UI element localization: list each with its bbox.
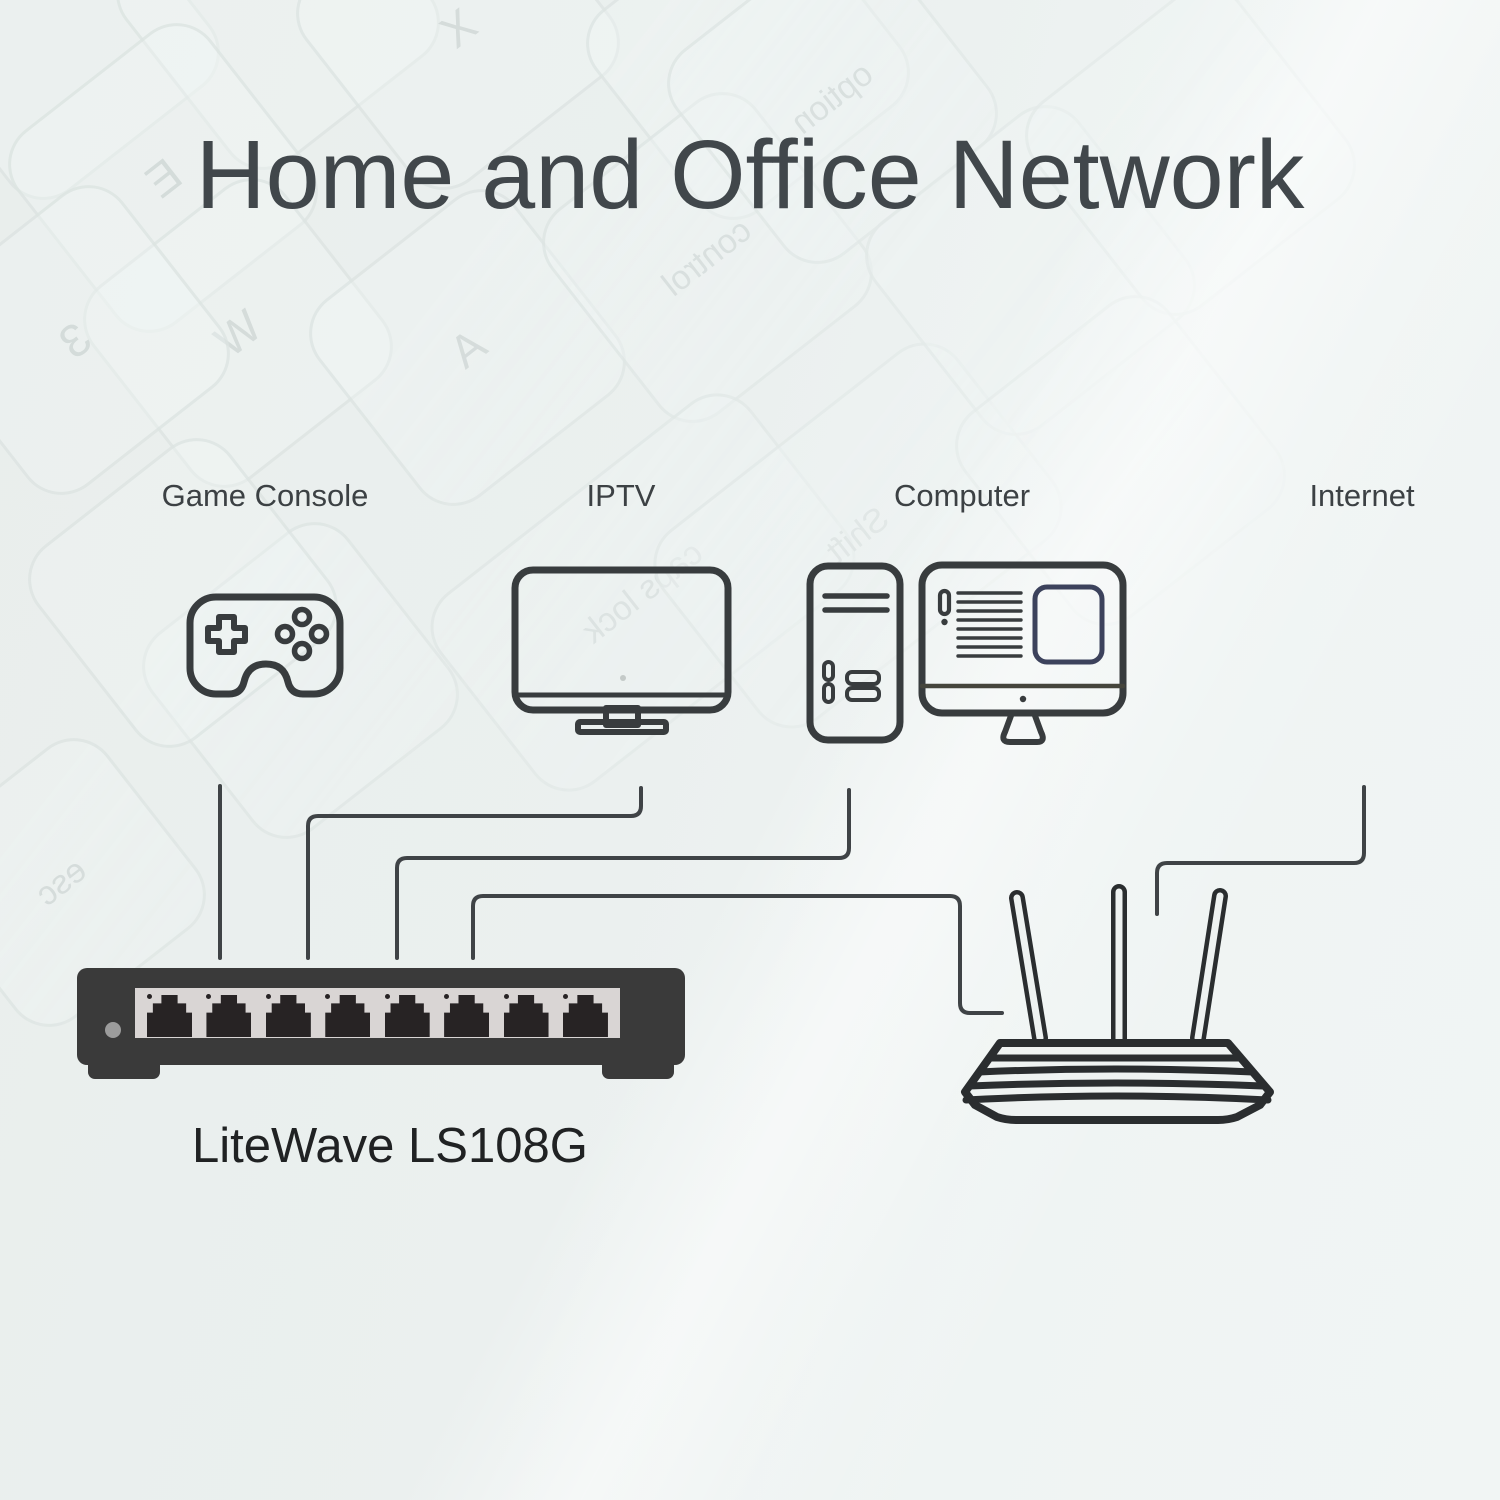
cable-switch-to-router <box>471 894 1004 1015</box>
rj45-jack <box>206 995 252 1037</box>
rj45-jack <box>562 995 608 1037</box>
game-console-icon <box>186 593 344 698</box>
rj45-port <box>384 992 430 1037</box>
globe-circle <box>1293 576 1437 720</box>
gamepad-dpad <box>205 614 248 655</box>
rj45-jack <box>147 995 192 1037</box>
internet-globe-icon <box>1293 576 1437 720</box>
cables <box>218 784 1366 1015</box>
rj45-jack <box>444 995 490 1037</box>
label-internet: Internet <box>1309 478 1415 513</box>
monitor-window <box>1032 584 1105 665</box>
switch-device <box>77 968 685 1079</box>
rj45-jack <box>384 995 430 1037</box>
router-stripes <box>962 1054 1272 1104</box>
switch-port-panel <box>135 988 620 1038</box>
monitor-text-lines <box>956 591 1023 658</box>
rj45-jack <box>503 995 549 1037</box>
switch-foot <box>602 1063 674 1079</box>
rj45-jack <box>325 995 371 1037</box>
router-icon <box>961 884 1274 1124</box>
computer-monitor <box>918 561 1127 717</box>
rj45-port <box>562 992 608 1037</box>
gamepad-outline <box>186 593 344 698</box>
label-game-console: Game Console <box>161 478 369 513</box>
gamepad-buttons <box>274 606 330 662</box>
rj45-port <box>503 992 549 1037</box>
computer-tower <box>806 562 904 744</box>
router-antenna-cores <box>1013 888 1224 1044</box>
rj45-jack <box>265 995 311 1037</box>
label-iptv: IPTV <box>586 478 656 513</box>
rj45-port <box>147 992 192 1037</box>
computer-icon <box>806 561 1127 745</box>
rj45-port <box>325 992 371 1037</box>
cable-computer-to-switch <box>395 788 851 960</box>
monitor-stand <box>1000 710 1046 745</box>
monitor-power-dot <box>1019 695 1027 703</box>
rj45-port <box>444 992 490 1037</box>
rj45-port <box>206 992 252 1037</box>
rj45-port <box>265 992 311 1037</box>
switch-power-led <box>105 1022 121 1038</box>
page-title: Home and Office Network <box>195 120 1305 229</box>
tv-screen <box>511 566 732 714</box>
cable-internet-to-router <box>1155 785 1366 916</box>
switch-foot <box>88 1063 160 1079</box>
tv-power-dot <box>620 675 626 681</box>
tv-stand-base <box>575 719 669 735</box>
label-computer: Computer <box>893 478 1031 513</box>
switch-model-label: LiteWave LS108G <box>192 1119 588 1173</box>
cable-iptv-to-switch <box>306 786 643 960</box>
iptv-icon <box>511 566 732 735</box>
